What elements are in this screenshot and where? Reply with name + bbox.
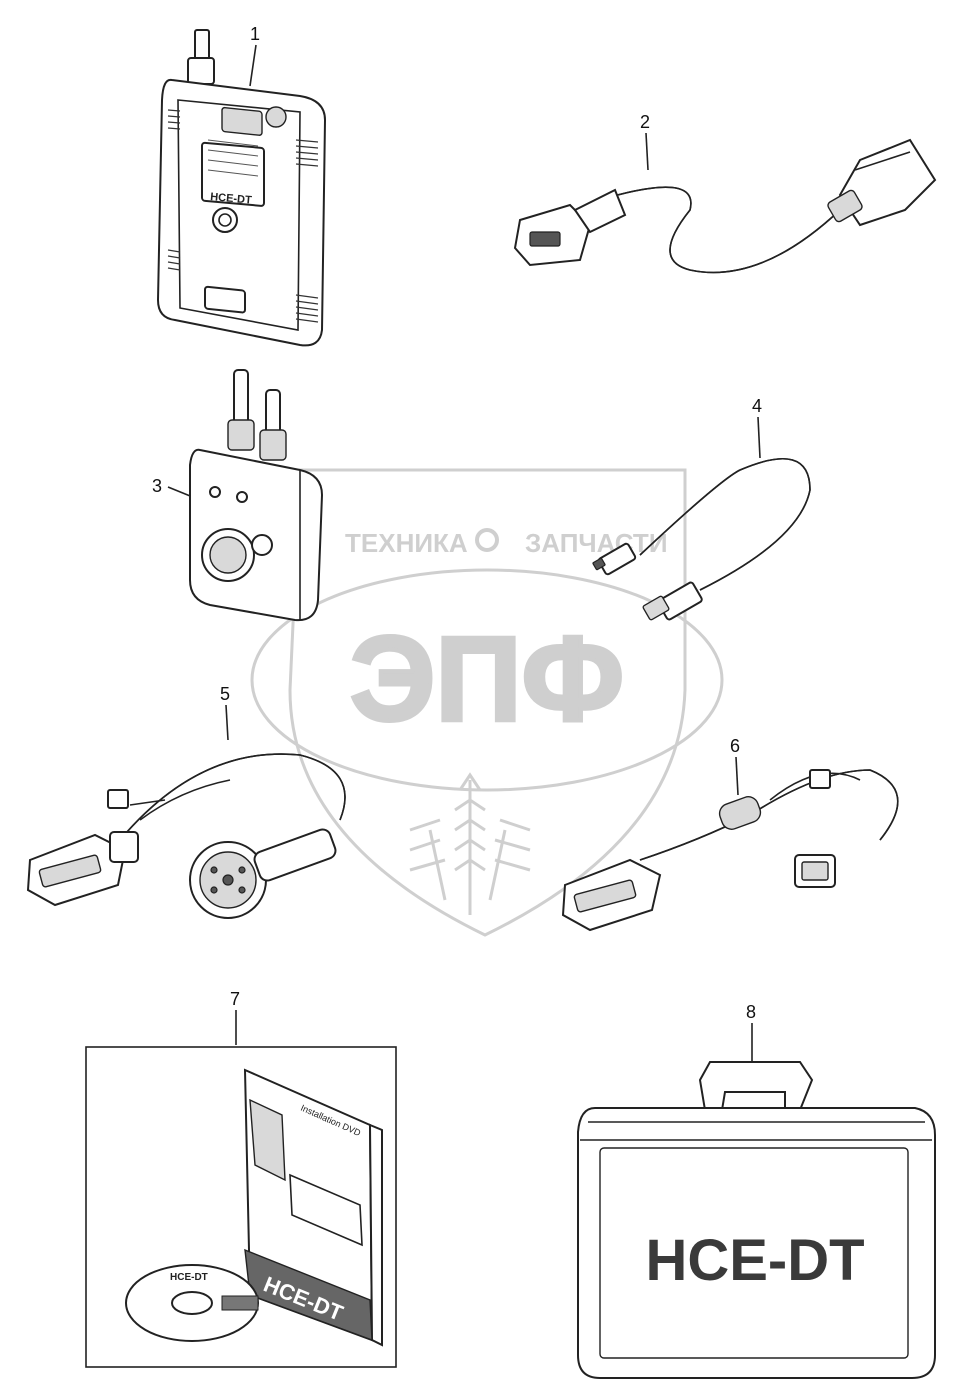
callout-5: 5: [220, 684, 230, 704]
connector-2a: [513, 188, 627, 267]
callout-6: 6: [730, 736, 740, 756]
ferrite-core: [718, 796, 762, 830]
watermark-gear-icon: [475, 528, 499, 552]
callout-numbers: 1 2 3 4 5 6 7 8: [152, 24, 762, 1062]
part-3-interface-module: [189, 369, 324, 622]
callout-4: 4: [752, 396, 762, 416]
dvd-disc: HCE-DT: [125, 1264, 259, 1342]
watermark-right-text: ЗАПЧАСТИ: [525, 528, 668, 558]
manual-book: HCE-DT Installation DVD: [243, 1068, 383, 1347]
connector-2b-obd: [827, 138, 937, 227]
callout-8: 8: [746, 1002, 756, 1022]
callout-3: 3: [152, 476, 162, 496]
watermark-logo-text: ЭПФ: [350, 612, 624, 746]
part-5-y-cable: [26, 753, 346, 919]
disc-label: HCE-DT: [170, 1272, 208, 1283]
watermark-left-text: ТЕХНИКА: [345, 528, 468, 558]
part-1-diagnostic-device: HCE-DT: [156, 29, 327, 347]
part-7-manual-and-disc: HCE-DT Installation DVD HCE-DT: [85, 1046, 397, 1368]
connector-5-obd: [26, 831, 139, 907]
case-label: HCE-DT: [645, 1228, 864, 1293]
part-4-usb-cable: [592, 457, 811, 621]
watermark-shield: [288, 468, 687, 937]
watermark: ТЕХНИКА ЗАПЧАСТИ ЭПФ: [250, 468, 724, 937]
part-2-obd-cable: [513, 138, 937, 274]
part-7-frame: [85, 1046, 397, 1368]
watermark-wheat-icon: [409, 772, 531, 915]
callout-2: 2: [640, 112, 650, 132]
connector-6-small: [809, 769, 831, 789]
case-handle: [698, 1061, 814, 1111]
connector-5-small: [107, 789, 129, 809]
usb-a-connector: [642, 581, 703, 621]
part-6-ferrite-cable: [561, 769, 899, 932]
callout-7: 7: [230, 989, 240, 1009]
mini-usb-connector: [592, 542, 637, 576]
watermark-ellipse: [250, 568, 724, 792]
part-8-carrying-case: HCE-DT: [577, 1061, 936, 1379]
device-power-button: [212, 207, 238, 233]
connector-5-round: [189, 828, 337, 919]
connector-6-plug: [794, 854, 836, 888]
callout-1: 1: [250, 24, 260, 44]
device-label: HCE-DT: [210, 191, 253, 207]
device-grip-ribs: [167, 109, 319, 323]
connector-6-obd: [561, 858, 662, 932]
